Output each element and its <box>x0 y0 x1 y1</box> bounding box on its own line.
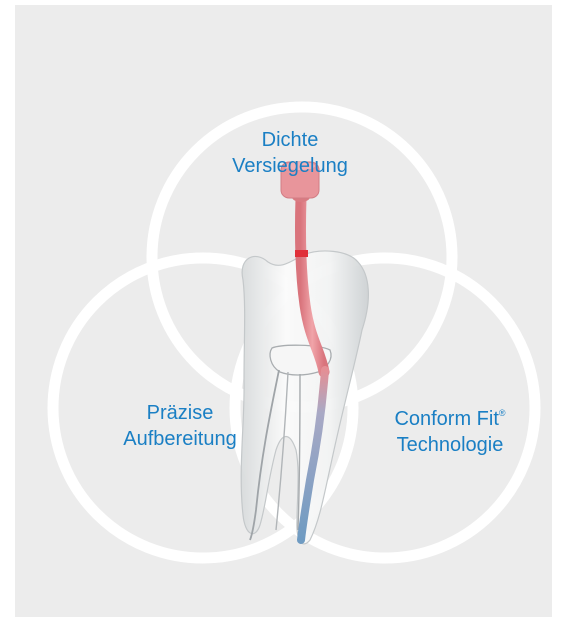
label-left-line1: Präzise <box>60 400 300 426</box>
label-right-line2: Technologie <box>330 432 569 458</box>
label-top-line2: Versiegelung <box>180 153 400 179</box>
label-right-line1-text: Conform Fit <box>394 408 498 430</box>
label-conform-fit-technologie: Conform Fit® Technologie <box>330 400 569 458</box>
label-dichte-versiegelung: Dichte Versiegelung <box>180 127 400 179</box>
tooth-illustration <box>241 162 368 544</box>
label-praezise-aufbereitung: Präzise Aufbereitung <box>60 400 300 452</box>
label-left-line2: Aufbereitung <box>60 426 300 452</box>
label-top-line1: Dichte <box>180 127 400 153</box>
registered-mark: ® <box>499 408 506 418</box>
label-right-line1: Conform Fit® <box>330 400 569 432</box>
